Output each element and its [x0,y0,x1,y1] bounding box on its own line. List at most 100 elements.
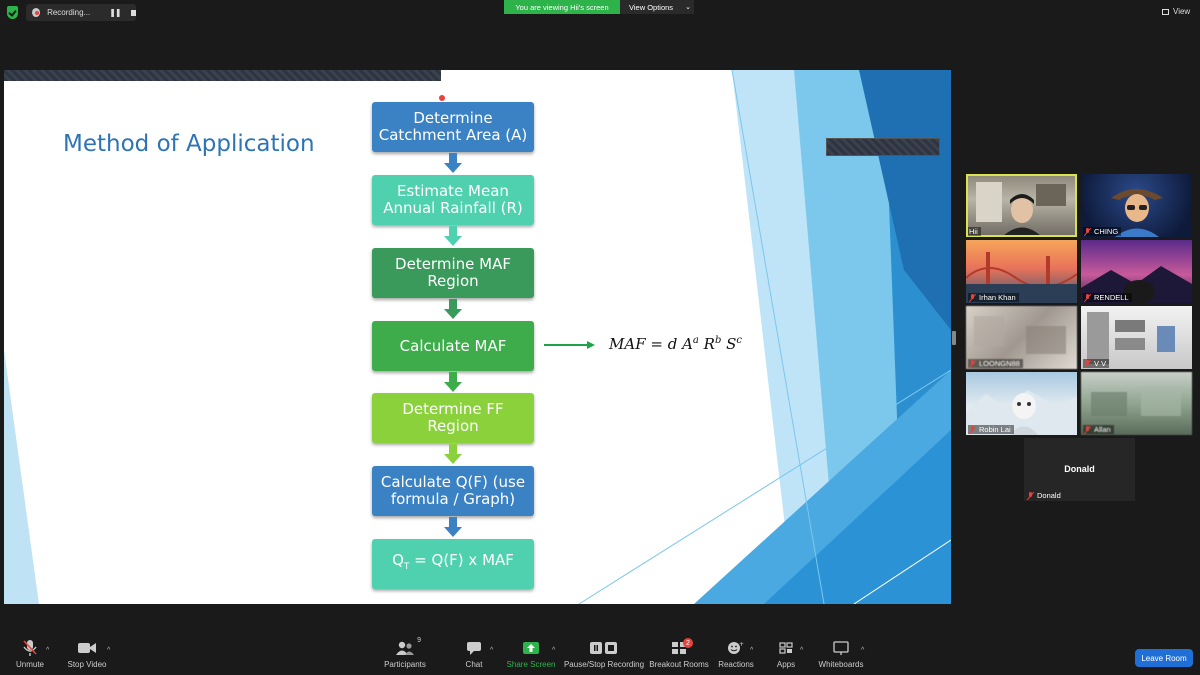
formula-exponent: a [692,335,699,346]
participant-name-text: Hii [969,227,978,236]
apps-label: Apps [776,660,796,669]
pause-stop-icon [589,637,619,659]
participant-tile-loongn88[interactable]: LOONGN88 [966,306,1077,369]
mic-muted-icon [1027,491,1034,500]
qt-symbol: Q [392,551,404,569]
formula-part: MAF = d A [609,335,693,353]
participant-tile-rendell[interactable]: RENDELL [1081,240,1192,303]
redacted-box [826,138,940,156]
apps-button[interactable]: Apps [774,637,798,675]
formula-part: R [698,335,715,353]
mic-muted-icon [969,359,976,368]
participant-tile-v-v[interactable]: V V [1081,306,1192,369]
chat-button[interactable]: Chat [462,637,486,675]
unmute-label: Unmute [15,660,44,669]
pause-stop-recording-label: Pause/Stop Recording [563,660,645,669]
unmute-button[interactable]: Unmute [12,637,48,675]
right-arrow-icon [544,341,595,349]
reactions-label: Reactions [718,660,754,669]
reactions-button[interactable]: + Reactions [718,637,754,675]
participant-name: Allan [1083,425,1114,434]
audio-options-caret[interactable]: ^ [46,647,50,654]
down-arrow-icon [444,372,462,392]
view-button[interactable]: View [1162,7,1190,16]
maf-formula: MAF = d Aa Rb Sc [609,335,742,353]
smiley-plus-icon: + [727,637,745,659]
top-bar: Recording... ❚❚ You are viewing Hii's sc… [0,0,1200,24]
participant-tile-irhan-khan[interactable]: Irhan Khan [966,240,1077,303]
chat-label: Chat [465,660,483,669]
pause-recording-icon[interactable]: ❚❚ [109,8,121,17]
view-label: View [1173,7,1191,16]
flow-step-text: Annual Rainfall (R) [383,199,523,217]
participant-tile-robin-lai[interactable]: Robin Lai [966,372,1077,435]
mic-muted-icon [969,293,976,302]
qt-formula-text: = Q(F) x MAF [409,551,514,569]
panel-splitter-handle[interactable] [952,331,956,345]
view-options-button[interactable]: View Options ⌄ [620,0,694,14]
mic-muted-icon [969,425,976,434]
participant-video [1111,189,1163,237]
participant-video [966,390,1077,435]
formula-exponent: b [714,335,722,346]
view-options-label: View Options [629,2,674,12]
participants-count: 9 [417,637,421,644]
flow-step-text: Estimate Mean [397,182,509,200]
recording-label: Recording... [47,8,91,17]
participant-name-text: Allan [1094,425,1111,434]
mic-muted-icon [1084,293,1091,302]
recording-indicator: Recording... ❚❚ [26,4,136,21]
participant-tile-hii[interactable]: Hii [966,174,1077,237]
stop-recording-icon[interactable] [130,9,136,16]
participant-tile-donald[interactable]: Donald Donald [1024,438,1135,501]
whiteboard-icon [833,637,849,659]
participant-video [1081,266,1192,303]
flow-step-text: Region [427,417,479,435]
participant-avatar-name: Donald [1064,464,1095,474]
stop-video-label: Stop Video [67,660,107,669]
participant-name-text: RENDELL [1094,293,1129,302]
chat-bubble-icon [466,637,482,659]
participant-tile-allan[interactable]: Allan [1081,372,1192,435]
pause-stop-recording-button[interactable]: Pause/Stop Recording [563,637,645,675]
qt-subscript: T [403,562,410,572]
flow-step-text: Determine MAF [395,255,511,273]
recording-dot-icon [32,8,41,17]
chat-options-caret[interactable]: ^ [490,647,494,654]
participant-video [976,182,1066,237]
chevron-down-icon: ⌄ [685,4,691,11]
share-screen-button[interactable]: Share Screen [506,637,556,675]
redacted-band [4,70,441,81]
down-arrow-icon [444,299,462,319]
down-arrow-icon [444,226,462,246]
mic-muted-icon [1084,359,1091,368]
formula-exponent: c [736,335,742,346]
reactions-options-caret[interactable]: ^ [750,647,754,654]
participant-name: LOONGN88 [968,359,1023,368]
leave-room-button[interactable]: Leave Room [1135,649,1193,667]
apps-options-caret[interactable]: ^ [800,647,804,654]
whiteboards-button[interactable]: Whiteboards [818,637,864,675]
participant-tile-ching[interactable]: CHING [1081,174,1192,237]
participants-button[interactable]: 9 Participants [383,637,427,675]
whiteboards-options-caret[interactable]: ^ [861,647,865,654]
breakout-rooms-icon: 2 [671,637,693,659]
flow-step-text: Catchment Area (A) [378,126,528,144]
participant-video [974,316,1066,354]
stop-video-button[interactable]: Stop Video [64,637,110,675]
breakout-rooms-button[interactable]: 2 Breakout Rooms [649,637,709,675]
participant-name: RENDELL [1083,293,1132,302]
slide-background-decoration [4,70,951,604]
mic-muted-icon [22,637,38,659]
share-screen-icon [522,637,540,659]
share-options-caret[interactable]: ^ [552,647,556,654]
share-screen-label: Share Screen [506,660,556,669]
video-options-caret[interactable]: ^ [107,647,111,654]
flow-step-calculate-maf: Calculate MAF [372,321,534,371]
down-arrow-icon [444,444,462,464]
security-shield-icon[interactable] [7,6,18,19]
flow-step-text: Calculate Q(F) (use [380,473,526,491]
breakout-rooms-label: Breakout Rooms [649,660,709,669]
